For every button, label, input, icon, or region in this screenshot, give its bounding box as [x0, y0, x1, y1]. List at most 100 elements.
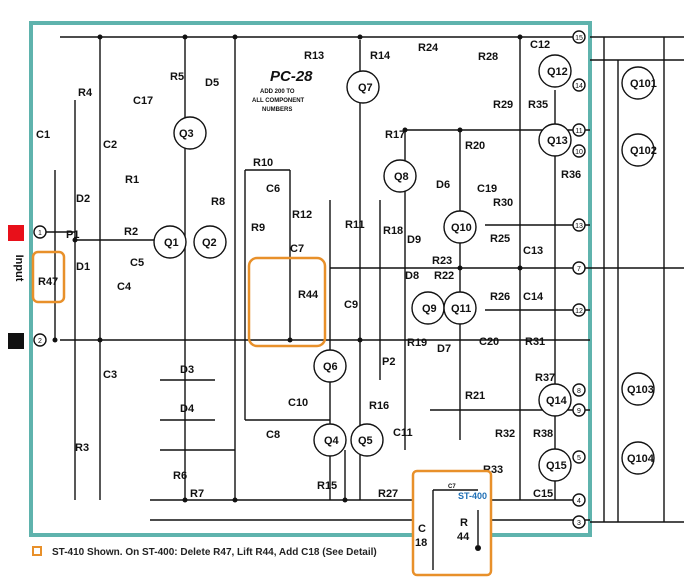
- label-q102: Q102: [630, 145, 657, 157]
- label-r6: R6: [173, 470, 187, 482]
- label-r19: R19: [407, 337, 427, 349]
- label-q1: Q1: [164, 237, 179, 249]
- label-r30: R30: [493, 197, 513, 209]
- transistor-q104: [621, 441, 655, 475]
- label-r26: R26: [490, 291, 510, 303]
- label-r38: R38: [533, 428, 553, 440]
- detail-c-label: C: [418, 523, 426, 535]
- legend-swatch: [32, 546, 42, 556]
- terminal-10: 10: [575, 149, 583, 156]
- terminal-11: 11: [575, 128, 582, 135]
- transistor-q13: [538, 123, 572, 157]
- transistor-q102: [621, 133, 655, 167]
- board-note-line2: ALL COMPONENT: [252, 98, 305, 104]
- label-r9: R9: [251, 222, 265, 234]
- label-r10: R10: [253, 157, 273, 169]
- label-r3: R3: [75, 442, 89, 454]
- label-c20: C20: [479, 336, 499, 348]
- terminal-9: 9: [577, 408, 581, 415]
- label-q10: Q10: [451, 222, 472, 234]
- label-c12: C12: [530, 39, 550, 51]
- board-outline: [29, 21, 592, 537]
- label-r25: R25: [490, 233, 510, 245]
- label-r7: R7: [190, 488, 204, 500]
- transistor-q101: [621, 66, 655, 100]
- r47-highlight: [31, 250, 66, 304]
- terminal-14: 14: [575, 83, 583, 90]
- label-q8: Q8: [394, 171, 409, 183]
- label-r13: R13: [304, 50, 324, 62]
- label-r37: R37: [535, 372, 555, 384]
- terminals: 15 14 11 10 13 7 12 8 9 5 4 3 1 2: [33, 30, 586, 529]
- terminal-15: 15: [575, 35, 583, 42]
- transistor-q8: [383, 159, 417, 193]
- label-r12: R12: [292, 209, 312, 221]
- label-c3: C3: [103, 369, 117, 381]
- label-r27: R27: [378, 488, 398, 500]
- board-note-line1: ADD 200 TO: [260, 89, 295, 95]
- transistor-q12: [538, 54, 572, 88]
- label-d3: D3: [180, 364, 194, 376]
- label-q2: Q2: [202, 237, 217, 249]
- label-c13: C13: [523, 245, 543, 257]
- label-c19: C19: [477, 183, 497, 195]
- label-c7: C7: [290, 243, 304, 255]
- label-c17: C17: [133, 95, 153, 107]
- label-r17a: R17: [385, 129, 405, 141]
- label-r1: R1: [125, 174, 139, 186]
- transistor-q10: [443, 210, 477, 244]
- transistor-q2: [193, 225, 227, 259]
- label-c11: C11: [393, 427, 413, 439]
- label-r18: R18: [383, 225, 403, 237]
- label-r15: R15: [317, 480, 337, 492]
- footer-note: ST-410 Shown. On ST-400: Delete R47, Lif…: [52, 547, 377, 558]
- detail-r-label: R: [460, 517, 468, 529]
- label-r14: R14: [370, 50, 391, 62]
- label-c14: C14: [523, 291, 544, 303]
- label-c5: C5: [130, 257, 144, 269]
- label-d9: D9: [407, 234, 421, 246]
- input-label: Input: [13, 255, 25, 282]
- terminal-13: 13: [575, 223, 583, 230]
- label-d5: D5: [205, 77, 219, 89]
- label-q14: Q14: [546, 395, 568, 407]
- label-r35: R35: [528, 99, 548, 111]
- board-name: PC-28: [270, 68, 313, 85]
- label-c10: C10: [288, 397, 308, 409]
- label-r20: R20: [465, 140, 485, 152]
- label-r44: R44: [298, 289, 319, 301]
- label-c1: C1: [36, 129, 50, 141]
- transistor-q15: [538, 448, 572, 482]
- label-q5: Q5: [358, 435, 373, 447]
- terminal-1: 1: [38, 230, 42, 237]
- label-q13: Q13: [547, 135, 568, 147]
- st400-detail: ST-400 C7 C 18 R 44: [411, 469, 493, 577]
- label-c2: C2: [103, 139, 117, 151]
- terminal-5: 5: [577, 455, 581, 462]
- terminal-4: 4: [577, 498, 581, 505]
- label-d8: D8: [405, 270, 419, 282]
- detail-title: ST-400: [458, 491, 487, 501]
- label-r11: R11: [345, 219, 365, 231]
- terminal-3: 3: [577, 520, 581, 527]
- transistor-q14: [538, 383, 572, 417]
- input-negative-marker: [8, 333, 24, 349]
- terminal-8: 8: [577, 388, 581, 395]
- label-d4: D4: [180, 403, 195, 415]
- label-q104: Q104: [627, 453, 655, 465]
- label-r24: R24: [418, 42, 439, 54]
- c7-r44-highlight: [247, 256, 327, 348]
- detail-c-num: 18: [415, 537, 427, 549]
- transistor-q7: [346, 70, 380, 104]
- label-d2: D2: [76, 193, 90, 205]
- label-q11: Q11: [451, 303, 471, 315]
- terminal-7: 7: [577, 266, 581, 273]
- transistor-q103: [621, 372, 655, 406]
- label-r8: R8: [211, 196, 225, 208]
- label-r31: R31: [525, 336, 545, 348]
- label-r2: R2: [124, 226, 138, 238]
- label-c4: C4: [117, 281, 132, 293]
- transistor-q3: [173, 116, 207, 150]
- label-q4: Q4: [324, 435, 340, 447]
